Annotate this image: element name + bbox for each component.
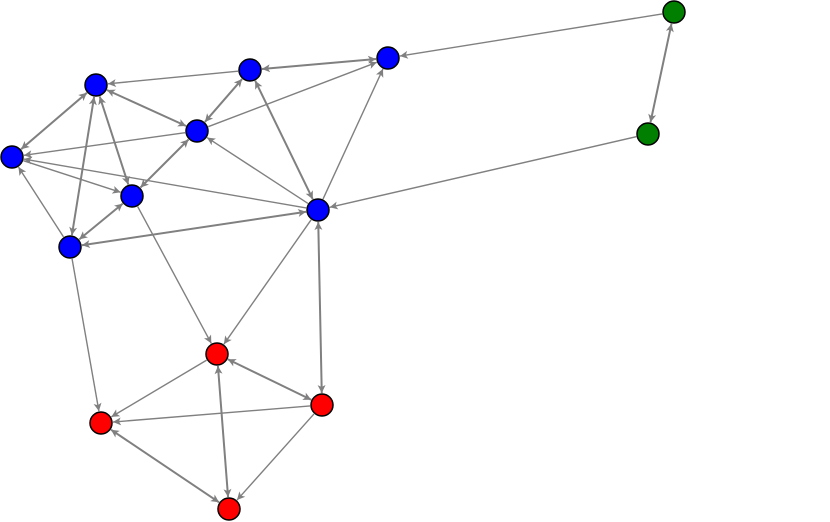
node-B6[interactable] — [120, 184, 144, 208]
edge-R2-R3 — [112, 405, 311, 426]
node-R3[interactable] — [89, 411, 113, 435]
edge-B8-R3 — [71, 258, 102, 412]
edge-B8-B7 — [81, 208, 307, 249]
node-B2[interactable] — [238, 58, 262, 82]
edge-B4-B2 — [204, 78, 243, 123]
edge-B6-R1 — [137, 206, 212, 344]
node-B7[interactable] — [306, 198, 330, 222]
edge-B1-B4 — [106, 89, 187, 127]
edge-G2-B7 — [329, 136, 637, 210]
edge-G1-G2 — [648, 23, 674, 123]
node-B4[interactable] — [185, 119, 209, 143]
edge-B2-B1 — [107, 70, 239, 88]
edge-R1-R2 — [227, 358, 312, 401]
node-B5[interactable] — [0, 145, 24, 169]
edge-B7-B3 — [322, 68, 384, 200]
node-G1[interactable] — [662, 0, 686, 24]
edge-R3-R4 — [110, 428, 220, 504]
node-R1[interactable] — [205, 342, 229, 366]
edge-B6-B8 — [78, 202, 124, 241]
node-B8[interactable] — [58, 235, 82, 259]
node-R2[interactable] — [310, 393, 334, 417]
node-R4[interactable] — [217, 497, 241, 521]
edge-B1-B5 — [20, 92, 88, 150]
edge-R2-R4 — [236, 413, 315, 501]
edge-B7-B5 — [23, 156, 307, 209]
node-B1[interactable] — [84, 73, 108, 97]
edge-B4-B5 — [23, 131, 186, 159]
edge-B5-B6 — [23, 160, 121, 194]
edge-B1-B8 — [69, 96, 97, 236]
edge-R1-R4 — [214, 365, 232, 498]
edge-R1-R3 — [110, 359, 208, 418]
edge-G1-B3 — [399, 13, 663, 59]
edge-B2-B3 — [261, 55, 377, 73]
edge-B4-B6 — [139, 138, 190, 189]
edges-layer — [17, 13, 674, 504]
edge-B1-B6 — [98, 96, 130, 185]
edge-B8-B5 — [17, 166, 65, 238]
node-B3[interactable] — [376, 46, 400, 70]
nodes-layer — [0, 0, 686, 521]
edge-B2-B7 — [254, 80, 314, 200]
node-G2[interactable] — [636, 122, 660, 146]
edge-B7-R2 — [314, 221, 326, 394]
edge-B7-R1 — [223, 219, 312, 345]
